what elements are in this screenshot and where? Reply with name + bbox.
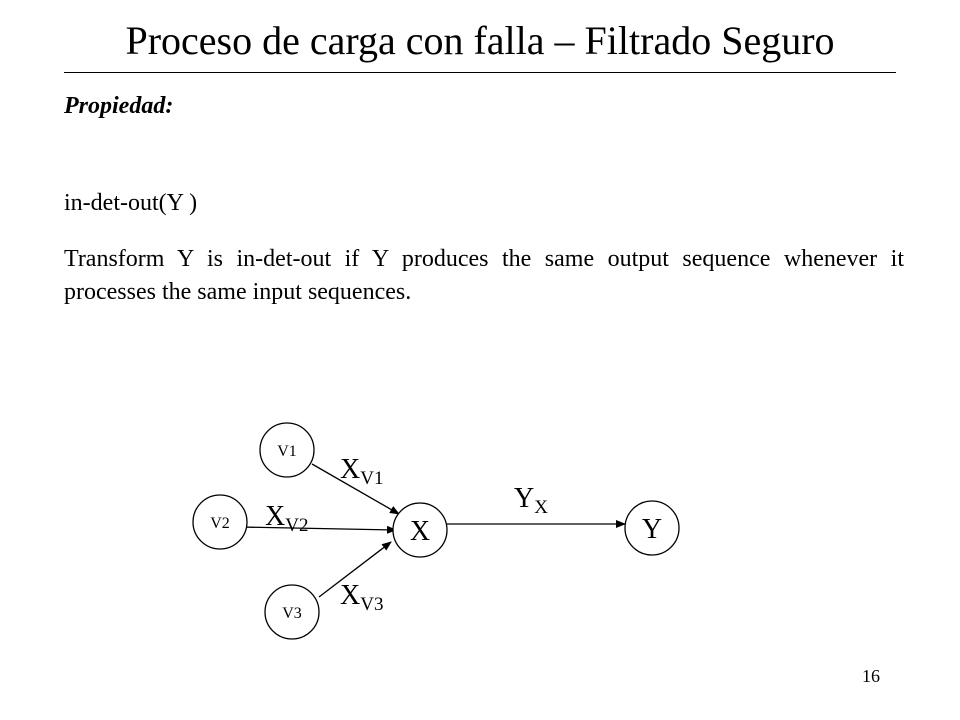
node-v3: V3 — [264, 584, 320, 640]
edge-v3-to-x — [318, 541, 392, 598]
node-v2-label: V2 — [210, 515, 230, 532]
node-y-label: Y — [642, 514, 662, 545]
definition-name: in-det-out(Y ) — [64, 190, 198, 216]
definition-text: Transform Y is in-det-out if Y produces … — [64, 246, 904, 305]
slide-title: Proceso de carga con falla – Filtrado Se… — [125, 18, 835, 63]
node-y: Y — [624, 500, 680, 556]
edge-label-x-v3: XV3 — [340, 580, 383, 615]
page-number: 16 — [862, 666, 880, 686]
edge-v2-to-x — [238, 525, 397, 534]
property-heading: Propiedad: — [64, 93, 174, 119]
node-x-label: X — [410, 516, 430, 547]
edge-label-x-v2: XV2 — [265, 501, 308, 536]
edge-label-x-v1: XV1 — [340, 454, 383, 489]
edge-v1-to-x — [311, 463, 400, 515]
node-v1: V1 — [259, 422, 315, 478]
node-v3-label: V3 — [282, 605, 302, 622]
title-divider — [64, 72, 896, 73]
node-v2: V2 — [192, 494, 248, 550]
node-x: X — [392, 502, 448, 558]
edge-label-y-x: YX — [514, 483, 548, 518]
node-v1-label: V1 — [277, 443, 297, 460]
